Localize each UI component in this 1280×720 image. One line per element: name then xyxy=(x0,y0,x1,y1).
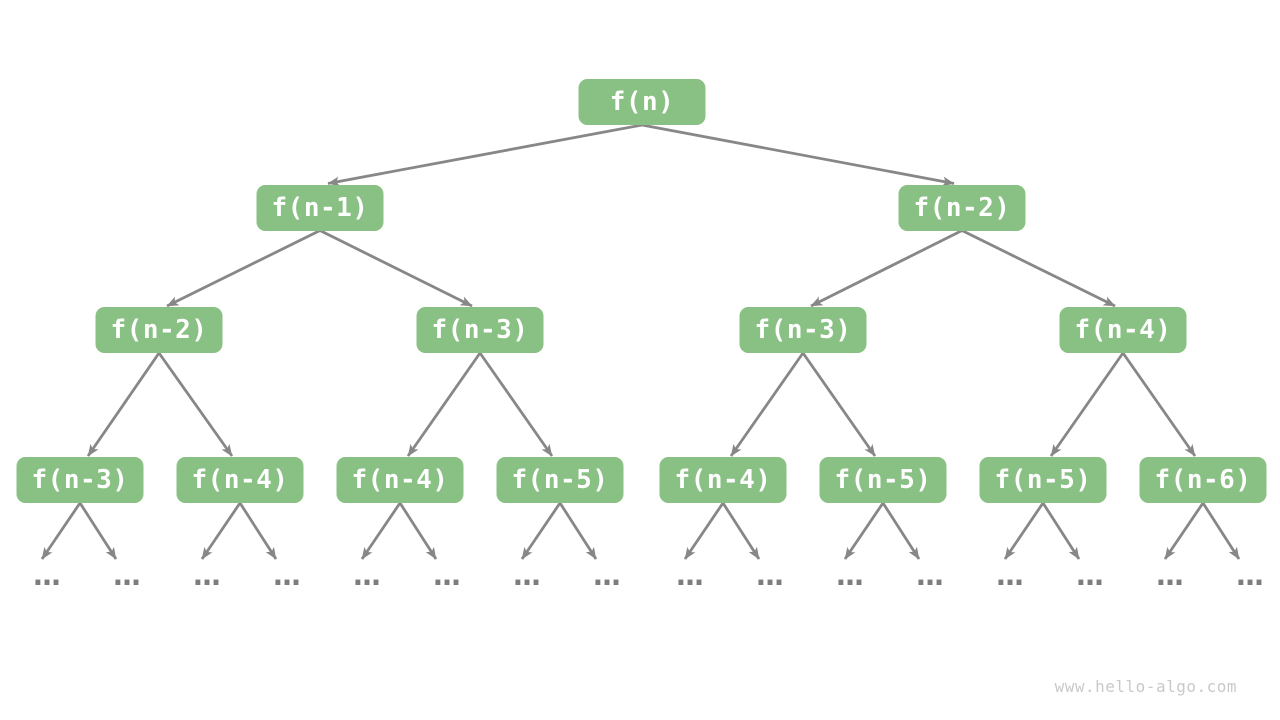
tree-node: f(n-2) xyxy=(95,307,223,353)
tree-node: f(n-1) xyxy=(256,184,384,231)
edge-arrow xyxy=(1041,502,1081,560)
ellipsis: ... xyxy=(188,558,225,593)
edge-arrow xyxy=(1003,502,1045,560)
ellipsis: ... xyxy=(348,558,385,593)
ellipsis: ... xyxy=(751,558,788,593)
edge-arrow xyxy=(721,502,761,560)
ellipsis: ... xyxy=(588,558,625,593)
tree-node: f(n-6) xyxy=(1139,457,1267,503)
ellipsis: ... xyxy=(428,558,465,593)
edge-arrow xyxy=(398,502,438,560)
edge-arrow xyxy=(520,502,562,560)
ellipsis: ... xyxy=(911,558,948,593)
ellipsis: ... xyxy=(1071,558,1108,593)
edge-arrow xyxy=(729,352,805,457)
edge-arrow xyxy=(86,352,161,457)
edge-arrow xyxy=(683,502,725,560)
edge-arrow xyxy=(157,352,234,457)
edge-arrow xyxy=(810,229,963,308)
edge-arrow xyxy=(40,502,82,560)
edge-arrow xyxy=(319,229,473,308)
edge-arrow xyxy=(801,352,877,457)
edge-arrow xyxy=(78,502,118,560)
edge-arrow xyxy=(238,502,278,560)
ellipsis: ... xyxy=(268,558,305,593)
ellipsis: ... xyxy=(671,558,708,593)
ellipsis: ... xyxy=(28,558,65,593)
tree-node: f(n-3) xyxy=(16,457,144,503)
ellipsis: ... xyxy=(108,558,145,593)
ellipsis: ... xyxy=(831,558,868,593)
edge-arrow xyxy=(558,502,598,560)
tree-node: f(n-5) xyxy=(819,457,947,503)
edge-arrow xyxy=(166,229,321,308)
watermark: www.hello-algo.com xyxy=(1054,677,1237,696)
edge-arrow xyxy=(360,502,402,560)
edge-arrow xyxy=(1121,352,1197,457)
tree-node: f(n-4) xyxy=(659,457,787,503)
edge-arrow xyxy=(1201,502,1241,560)
edge-arrow xyxy=(843,502,885,560)
edge-arrow xyxy=(406,352,482,457)
ellipsis: ... xyxy=(1231,558,1268,593)
tree-node: f(n-4) xyxy=(1059,307,1187,353)
ellipsis: ... xyxy=(991,558,1028,593)
edge-arrow xyxy=(881,502,921,560)
tree-node: f(n-4) xyxy=(336,457,464,503)
edge-arrow xyxy=(327,123,643,187)
tree-node: f(n) xyxy=(578,79,706,125)
tree-node: f(n-5) xyxy=(979,457,1107,503)
tree-node: f(n-3) xyxy=(416,307,544,353)
edge-arrow xyxy=(478,352,554,457)
edge-arrow xyxy=(1049,352,1125,457)
edge-arrow xyxy=(961,229,1116,308)
ellipsis: ... xyxy=(1151,558,1188,593)
tree-node: f(n-3) xyxy=(739,307,867,353)
edge-arrow xyxy=(641,123,955,187)
tree-node: f(n-4) xyxy=(176,457,304,503)
ellipsis: ... xyxy=(508,558,545,593)
edge-arrow xyxy=(200,502,242,560)
edge-arrow xyxy=(1163,502,1205,560)
tree-node: f(n-2) xyxy=(898,184,1026,231)
tree-node: f(n-5) xyxy=(496,457,624,503)
